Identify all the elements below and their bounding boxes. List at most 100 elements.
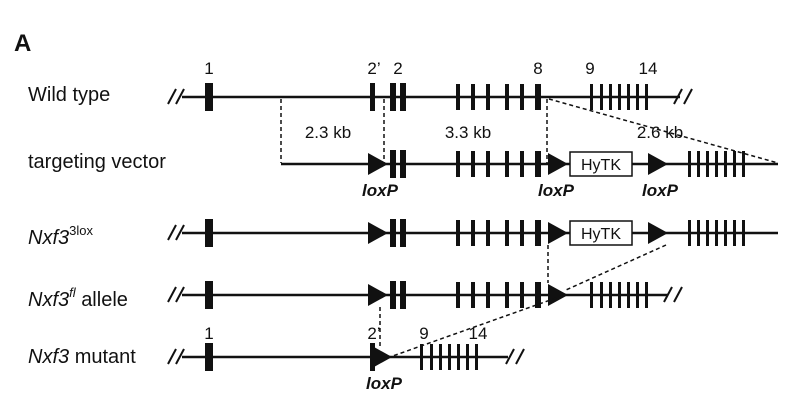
exon-8 [535, 282, 541, 308]
exon [456, 151, 460, 177]
exon-label-2-prime: 2’ [367, 59, 380, 78]
exon-8 [535, 220, 541, 246]
gene-name: Nxf3 [28, 227, 70, 249]
exon [457, 344, 460, 370]
exon [520, 220, 524, 246]
loxp-label-3: loxP [642, 181, 679, 200]
loxp-triangle [374, 347, 392, 367]
loxp-label-mutant: loxP [366, 374, 403, 393]
nxf3-3lox-locus: HyTK [167, 219, 778, 247]
exon-9 [420, 344, 423, 370]
exon [733, 220, 736, 246]
exon-label-1: 1 [204, 324, 213, 343]
break-mark [515, 348, 525, 365]
wild-type-locus [167, 83, 693, 111]
nxf3-fl-allele-locus [167, 281, 683, 309]
loxp-triangle [648, 153, 668, 175]
fragment-size-1: 2.3 kb [305, 123, 351, 142]
loxp-triangle [548, 284, 568, 306]
exon [627, 84, 630, 110]
loxp-triangle [368, 153, 388, 175]
nxf3-mutant-locus [167, 343, 525, 371]
exon [486, 282, 490, 308]
panel-label: A [14, 30, 32, 57]
loxp-label-2: loxP [538, 181, 575, 200]
exon [724, 151, 727, 177]
exon [618, 282, 621, 308]
break-mark [663, 286, 673, 303]
exon [456, 220, 460, 246]
break-mark [175, 88, 185, 105]
exon-label-9: 9 [585, 59, 594, 78]
exon [688, 151, 691, 177]
exon [600, 84, 603, 110]
excision-dashed-line [565, 244, 667, 291]
homology-dashed-lines [280, 98, 779, 164]
exon [609, 282, 612, 308]
allele-superscript: 3lox [69, 223, 93, 238]
exon [466, 344, 469, 370]
exon-label-2-prime: 2’ [367, 324, 380, 343]
row-label-targeting-vector: targeting vector [28, 151, 166, 173]
exon-3 [400, 150, 406, 178]
exon [609, 84, 612, 110]
exon [715, 151, 718, 177]
exon [505, 220, 509, 246]
exon [456, 282, 460, 308]
exon-3 [400, 219, 406, 247]
exon [471, 220, 475, 246]
exon-2-prime [370, 343, 375, 371]
loxp-label-1: loxP [362, 181, 399, 200]
loxp-triangle [368, 284, 388, 306]
exon-label-14: 14 [469, 324, 488, 343]
exon-label-2: 2 [393, 59, 402, 78]
break-mark [167, 224, 177, 241]
exon-1 [205, 343, 213, 371]
exon [486, 220, 490, 246]
exon-3 [400, 281, 406, 309]
break-mark [505, 348, 515, 365]
exon-2 [390, 83, 396, 111]
exon [456, 84, 460, 110]
break-mark [175, 224, 185, 241]
row-label-nxf3-mutant: Nxf3 mutant [28, 346, 136, 369]
exon-1 [205, 281, 213, 309]
exon-9 [590, 84, 593, 110]
exon-14 [475, 344, 478, 370]
hytk-label: HyTK [581, 226, 621, 243]
break-mark [683, 88, 693, 105]
mutant-word: mutant [74, 346, 136, 368]
exon-14 [645, 84, 648, 110]
exon-label-8: 8 [533, 59, 542, 78]
break-mark [175, 348, 185, 365]
exon [697, 220, 700, 246]
exon-2 [390, 150, 396, 178]
loxp-triangle [548, 222, 568, 244]
exon [706, 151, 709, 177]
break-mark [175, 286, 185, 303]
exon-label-9: 9 [419, 324, 428, 343]
exon [471, 84, 475, 110]
exon [520, 282, 524, 308]
break-mark [673, 286, 683, 303]
loxp-triangle [548, 153, 568, 175]
row-label-wild-type: Wild type [28, 84, 111, 106]
allele-superscript: fl [69, 285, 76, 300]
row-label-nxf3-3lox: Nxf33lox [28, 223, 93, 250]
exon [636, 84, 639, 110]
exon [715, 220, 718, 246]
exon-1 [205, 83, 213, 111]
exon-8 [535, 84, 541, 110]
exon [448, 344, 451, 370]
exon-label-14: 14 [639, 59, 658, 78]
exon [724, 220, 727, 246]
exon [439, 344, 442, 370]
gene-name: Nxf3 [28, 346, 70, 368]
exon-2 [390, 219, 396, 247]
exon [618, 84, 621, 110]
exon-8 [535, 151, 541, 177]
break-mark [167, 286, 177, 303]
loxp-triangle [648, 222, 668, 244]
